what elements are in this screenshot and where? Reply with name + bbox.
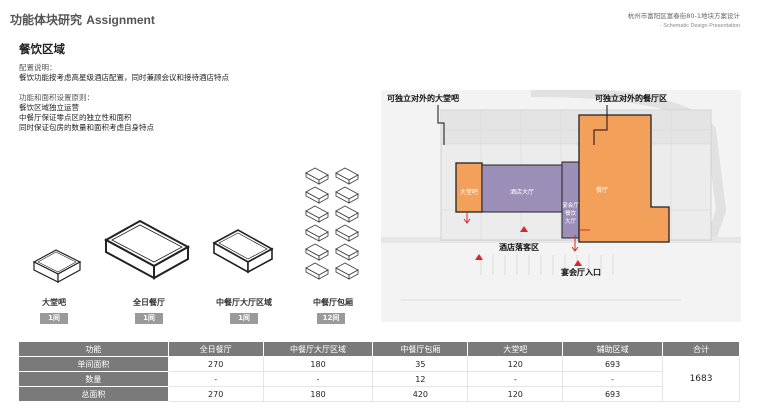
module-badge-private-rooms: 12间 [317, 313, 345, 324]
room-hotel-lobby [481, 164, 578, 213]
marker-icon [475, 254, 483, 260]
header-title-cn: 功能体块研究 [10, 13, 83, 27]
table-header-cell: 大堂吧 [467, 341, 564, 357]
table-cell: 35 [372, 356, 469, 372]
label-restaurant: 餐厅 [596, 187, 609, 194]
table-cell: 420 [372, 386, 469, 402]
project-name-en: - Schematic Design Presentation [659, 23, 740, 29]
area-summary-table: 功能 全日餐厅 中餐厅大厅区域 中餐厅包厢 大堂吧 辅助区域 合计 单间面积 2… [18, 341, 740, 402]
table-header-cell: 全日餐厅 [167, 341, 264, 357]
header-title-en: Assignment [86, 13, 155, 27]
section-title: 餐饮区域 [19, 42, 65, 56]
project-name-cn: 杭州市富阳区富春街80-1地块方案设计 [627, 12, 740, 20]
module-label-chinese-hall: 中餐厅大厅区域 [216, 298, 272, 307]
table-row: 单间面积 270 180 35 120 693 1683 [18, 356, 740, 402]
label-dropoff-zone: 酒店落客区 [499, 243, 539, 252]
module-badge-all-day: 1间 [135, 313, 163, 324]
private-rooms-blocks [305, 167, 359, 280]
label-banquet-line: 餐饮 [564, 211, 576, 217]
config-text: 餐饮功能按考虑高星级酒店配置，同时兼顾会议和接待酒店特点 [19, 73, 229, 82]
room-restaurant [578, 114, 670, 243]
module-drawings [32, 167, 359, 284]
principle-line: 中餐厅保证零点区的独立性和面积 [19, 113, 132, 122]
project-info: 杭州市富阳区富春街80-1地块方案设计 - Schematic Design P… [628, 11, 740, 31]
table-row-head: 数量 [18, 371, 169, 387]
label-hotel-lobby: 酒店大厅 [509, 189, 534, 196]
lobby-bar-block [32, 249, 82, 284]
room-banquet-hall [561, 161, 580, 239]
table-row: 总面积 270 180 420 120 693 [18, 386, 740, 402]
table-cell: 120 [467, 386, 564, 402]
entry-arrows [463, 212, 590, 252]
table-cell: - [167, 371, 264, 387]
dropoff-marker-icon [520, 226, 528, 232]
table-cell: 270 [167, 356, 264, 372]
principle-line: 同时保证包房的数量和面积考虑自身特点 [19, 123, 154, 132]
table-row-head: 总面积 [18, 386, 169, 402]
callout-line-left [437, 105, 445, 145]
table-header-row: 功能 全日餐厅 中餐厅大厅区域 中餐厅包厢 大堂吧 辅助区域 合计 [18, 341, 740, 357]
private-room-block [335, 243, 359, 261]
table-total-cell: 1683 [662, 356, 740, 402]
floor-plan: 可独立对外的大堂吧 可独立对外的餐厅区 大堂吧 酒店大厅 宴会厅 餐饮 大厅 餐… [381, 87, 741, 322]
private-room-block [305, 262, 329, 280]
table-cell: - [467, 371, 564, 387]
principle-description: 功能和面积设置原则： 餐饮区域独立运营 中餐厅保证零点区的独立性和面积 同时保证… [19, 93, 154, 133]
config-description: 配置说明： 餐饮功能按考虑高星级酒店配置，同时兼顾会议和接待酒店特点 [19, 63, 229, 83]
table-header-cell: 中餐厅大厅区域 [262, 341, 374, 357]
table-header-cell: 辅助区域 [562, 341, 664, 357]
table-cell: 180 [262, 356, 374, 372]
private-room-block [335, 262, 359, 280]
module-badge-lobby-bar: 1间 [40, 313, 68, 324]
table-cell: - [262, 371, 374, 387]
function-modules: 大堂吧 1间 全日餐厅 1间 中餐厅大厅区域 1间 中餐厅包厢 12间 [0, 0, 380, 330]
private-room-block [335, 224, 359, 242]
table-cell: 12 [372, 371, 469, 387]
table-header-cell: 功能 [18, 341, 169, 357]
private-room-block [305, 186, 329, 204]
private-room-block [335, 167, 359, 185]
room-lobby-bar [455, 162, 483, 213]
table-header-cell: 合计 [662, 341, 740, 357]
private-room-block [305, 205, 329, 223]
callout-restaurant: 可独立对外的餐厅区 [595, 94, 667, 103]
private-room-block [305, 243, 329, 261]
module-label-private-rooms: 中餐厅包厢 [313, 298, 353, 307]
label-banquet-line: 宴会厅 [562, 203, 579, 209]
private-room-block [335, 186, 359, 204]
private-room-block [305, 224, 329, 242]
banquet-entry-marker-icon [574, 260, 582, 266]
chinese-hall-block [212, 229, 274, 274]
all-day-restaurant-block [103, 219, 191, 280]
callout-lobby-bar: 可独立对外的大堂吧 [387, 94, 459, 103]
table-cell: 693 [562, 356, 664, 372]
callout-line-right [593, 105, 608, 145]
table-row-head: 单间面积 [18, 356, 169, 372]
floor-plan-drawing [381, 87, 741, 322]
module-label-all-day: 全日餐厅 [133, 298, 165, 307]
table-cell: 270 [167, 386, 264, 402]
principle-line: 餐饮区域独立运营 [19, 103, 79, 112]
label-banquet-entry: 宴会厅入口 [561, 268, 601, 277]
table-cell: 180 [262, 386, 374, 402]
label-lobby-bar: 大堂吧 [459, 189, 478, 196]
module-label-lobby-bar: 大堂吧 [42, 298, 66, 307]
table-cell: 120 [467, 356, 564, 372]
parking-stripes [480, 255, 614, 275]
building-upper-wing [440, 109, 712, 145]
label-banquet-hall: 宴会厅 餐饮 大厅 [562, 202, 579, 226]
table-row: 数量 - - 12 - - [18, 371, 740, 387]
page-header-title: 功能体块研究 Assignment [10, 11, 155, 28]
module-badge-chinese-hall: 1间 [230, 313, 258, 324]
table-cell: 693 [562, 386, 664, 402]
principle-label: 功能和面积设置原则： [19, 93, 94, 102]
table-cell: - [562, 371, 664, 387]
private-room-block [335, 205, 359, 223]
private-room-block [305, 167, 329, 185]
config-label: 配置说明： [19, 63, 57, 72]
table-header-cell: 中餐厅包厢 [372, 341, 469, 357]
label-banquet-line: 大厅 [564, 219, 576, 225]
